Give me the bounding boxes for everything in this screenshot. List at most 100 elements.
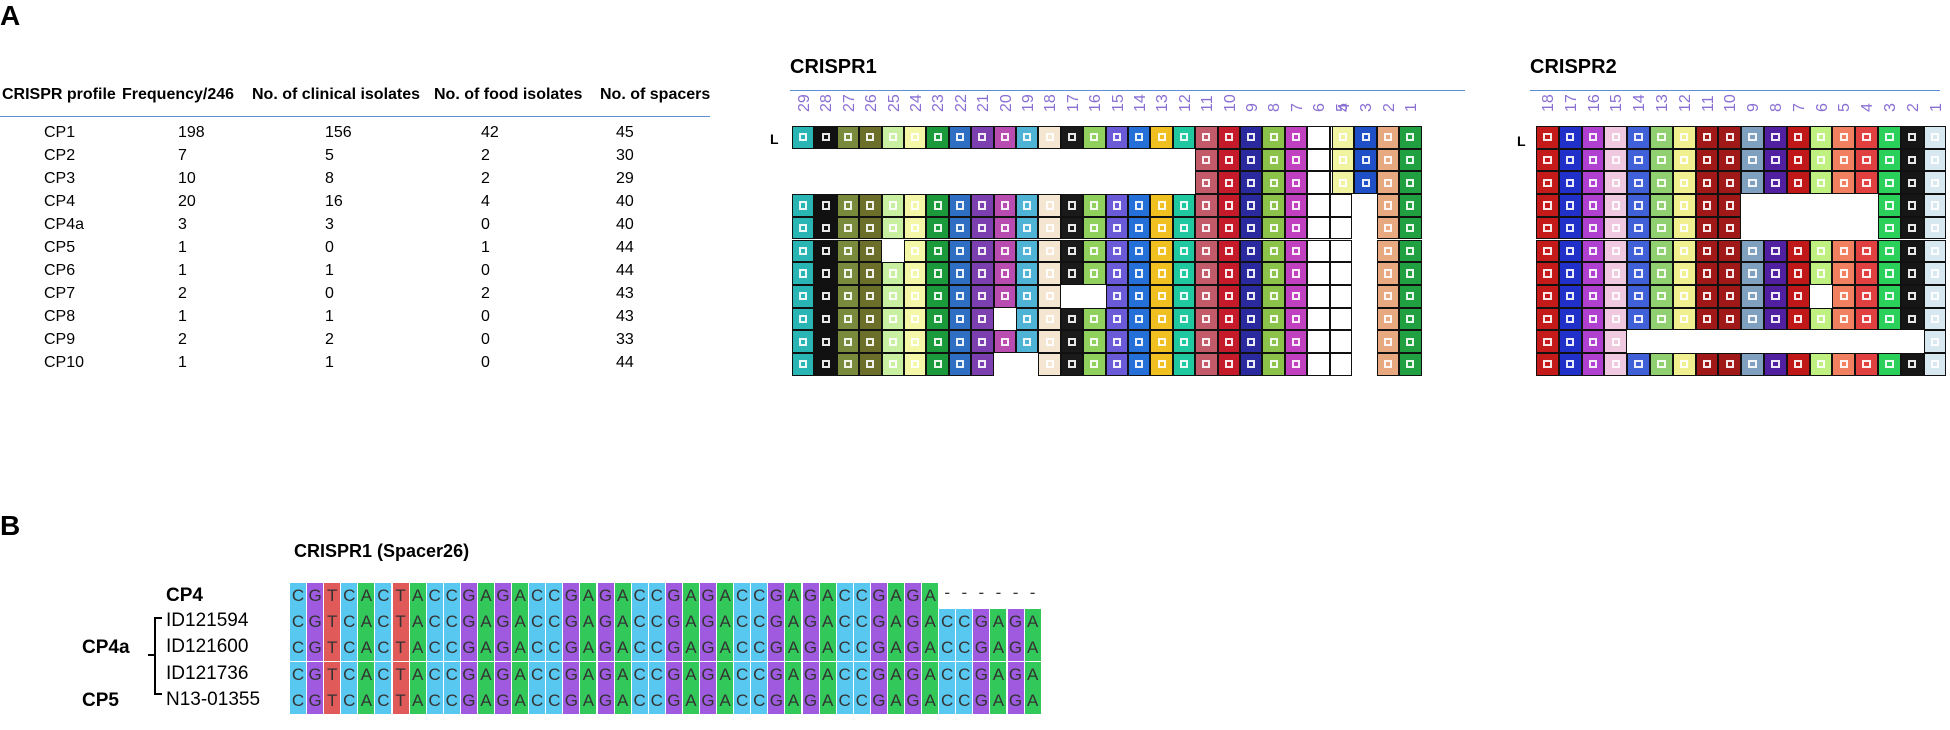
alignment-base: C [290,635,308,662]
alignment-base: G [597,583,615,609]
spacer-box-marker [1247,292,1256,301]
spacer-box-marker [888,337,897,346]
alignment-base: C [443,687,461,714]
spacer-box-marker [1045,133,1054,142]
crispr2-spacer-box [1672,353,1696,376]
crispr1-spacer-box [1240,353,1263,376]
spacer-box-marker [1657,314,1666,324]
crispr1-spacer-box [1128,353,1151,376]
spacer-box-marker [1224,133,1233,142]
spacer-box-marker [1135,133,1144,142]
spacer-box-marker [1794,314,1803,324]
crispr1-spacer-box [1172,262,1196,285]
crispr2-spacer-box [1695,262,1719,285]
crispr2-spacer-box [1786,148,1810,172]
alignment-base: C [751,687,769,714]
alignment-base: G [665,687,683,714]
crispr2-spacer-number: 3 [1882,103,1899,112]
crispr1-spacer-box [792,353,815,376]
crispr2-spacer-box [1832,171,1856,195]
crispr2-spacer-box [1536,194,1559,217]
spacer-box-marker [888,360,897,369]
crispr2-spacer-box [1855,262,1878,285]
crispr1-spacer-box [1329,284,1352,308]
profile-name-cell: CP1 [44,124,76,141]
crispr1-spacer-box [1128,307,1151,331]
spacer-box-marker [1725,155,1734,165]
spacer-box-marker [1406,337,1415,346]
crispr1-spacer-box [1150,353,1173,376]
spacer-box-marker [1634,178,1643,187]
cp4a-bracket [154,617,156,695]
spacer-box-marker [1816,246,1826,255]
spacer-box-marker [1291,269,1301,278]
spacer-box-marker [1269,360,1278,369]
spacer-box-marker [1702,314,1712,324]
spacer-box-marker [1566,224,1575,233]
alignment-base: C [546,687,564,714]
spacer-box-marker [1588,292,1598,301]
spacer-box-marker [1657,224,1666,233]
spacer-box-marker [1634,201,1643,210]
alignment-base: C [836,609,854,636]
cp4a-bracket-tick [148,654,156,656]
alignment-base: A [614,687,632,714]
spacer-box-marker [955,201,965,210]
table-cell: 40 [616,193,634,210]
crispr1-spacer-box [814,239,837,263]
spacer-box-marker [1543,224,1552,233]
spacer-box-marker [1930,360,1940,369]
alignment-base: G [905,635,923,662]
crispr2-spacer-box [1832,284,1856,308]
crispr2-spacer-box [1809,353,1833,376]
crispr1-spacer-box [1240,126,1263,149]
crispr1-spacer-box [1399,284,1422,308]
spacer-box-marker [821,360,830,369]
spacer-box-marker [1023,201,1032,210]
spacer-box-marker [1291,360,1301,369]
crispr2-leader-label: L [1517,133,1526,149]
alignment-base: A [358,609,376,636]
spacer-box-marker [1862,246,1871,255]
crispr2-spacer-number: 7 [1790,103,1808,112]
crispr2-spacer-number: 8 [1768,103,1785,112]
spacer-box-marker [1748,155,1757,165]
spacer-box-marker [1680,314,1689,324]
spacer-box-marker [1135,224,1144,233]
crispr1-spacer-box [836,307,860,331]
alignment-base: G [495,661,513,688]
spacer-box-marker [1680,292,1689,301]
crispr2-spacer-box [1923,353,1947,376]
crispr2-spacer-box [1809,171,1833,195]
alignment-base: G [460,687,478,714]
crispr1-spacer-box [1399,330,1422,353]
spacer-box-marker [1023,292,1032,301]
alignment-base: A [580,687,598,714]
crispr1-spacer-box [1083,216,1106,240]
table-cell: 3 [325,216,334,233]
crispr1-spacer-box [1376,239,1400,263]
spacer-box-marker [1543,269,1552,278]
crispr2-spacer-box [1627,284,1650,308]
crispr1-spacer-box [1217,216,1240,240]
crispr2-spacer-box [1718,126,1742,149]
crispr2-spacer-box [1900,148,1924,172]
crispr1-spacer-box [971,239,994,263]
spacer-box-marker [1771,246,1780,255]
table-cell: 44 [616,262,634,279]
crispr1-spacer-box [1060,216,1084,240]
spacer-box-marker [1543,178,1552,187]
alignment-base: G [563,609,581,636]
spacer-box-marker [1179,201,1189,210]
crispr1-spacer-box [1195,307,1218,331]
crispr2-spacer-box [1900,262,1924,285]
alignment-base: A [1024,635,1042,662]
spacer-box-marker [866,337,875,346]
crispr2-spacer-box [1855,126,1878,149]
crispr2-spacer-box [1650,353,1673,376]
profile-name-cell: CP8 [44,308,76,325]
spacer-box-marker [1794,292,1803,301]
spacer-box-marker [1000,224,1009,233]
crispr1-spacer-box [859,216,882,240]
alignment-base: C [836,687,854,714]
